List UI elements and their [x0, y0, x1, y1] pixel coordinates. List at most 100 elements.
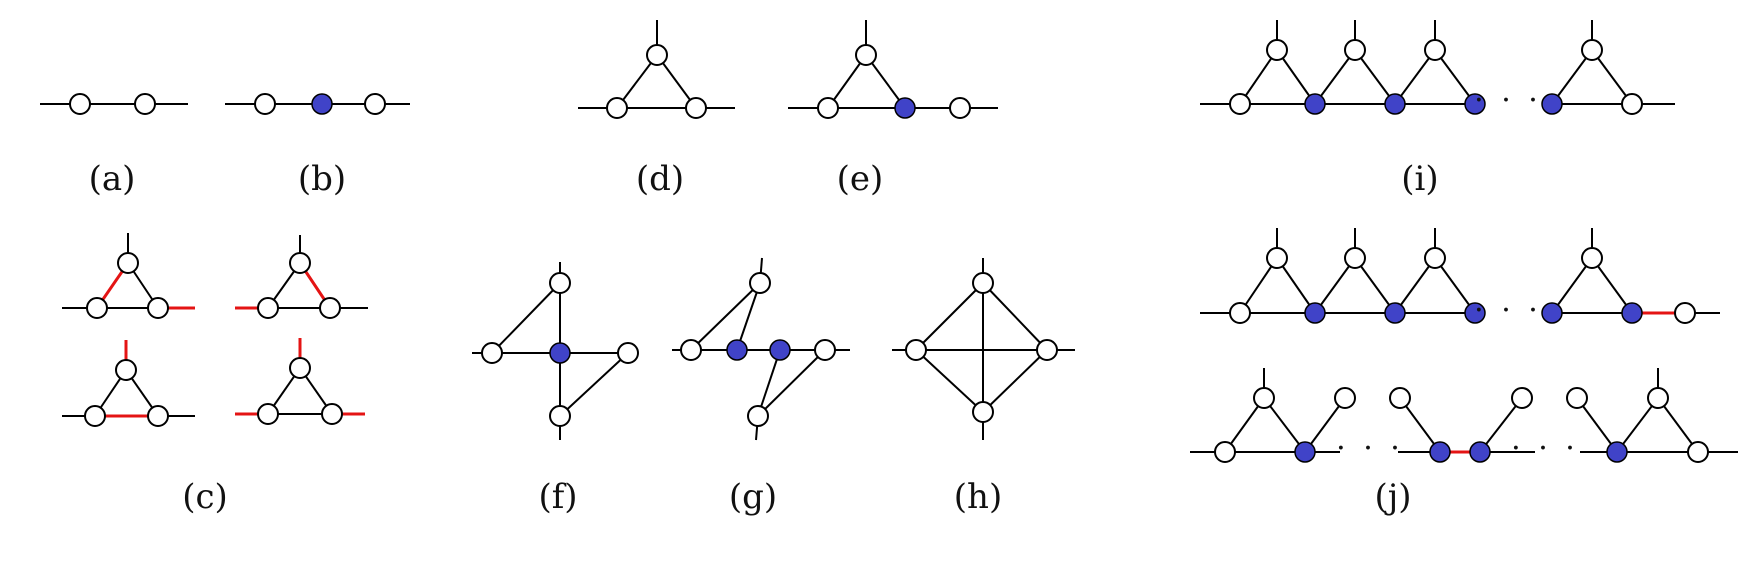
- graph-edge: [1434, 49, 1476, 105]
- filled-vertex: [894, 97, 916, 119]
- caption-g: (g): [729, 477, 777, 517]
- filled-vertex: [1304, 302, 1326, 324]
- open-vertex: [1581, 247, 1603, 269]
- open-vertex: [1511, 387, 1533, 409]
- filled-vertex: [1606, 441, 1628, 463]
- graph-edge: [1304, 397, 1346, 453]
- graph-edge: [982, 282, 1048, 351]
- open-vertex: [1647, 387, 1669, 409]
- open-vertex: [69, 93, 91, 115]
- graph-edge: [915, 282, 984, 351]
- graph-edge: [1276, 49, 1316, 105]
- filled-vertex: [769, 339, 791, 361]
- graph-edge: [559, 352, 629, 417]
- filled-vertex: [1469, 441, 1491, 463]
- open-vertex: [1674, 302, 1696, 324]
- filled-vertex: [1429, 441, 1451, 463]
- open-vertex: [1687, 441, 1709, 463]
- graph-edge: [690, 282, 761, 351]
- graph-edge: [616, 54, 658, 109]
- open-vertex: [680, 339, 702, 361]
- graph-edge: [1399, 397, 1441, 453]
- open-vertex: [549, 272, 571, 294]
- graph-edge: [915, 349, 984, 413]
- filled-vertex: [1464, 302, 1486, 324]
- open-vertex: [254, 93, 276, 115]
- open-vertex: [1424, 247, 1446, 269]
- caption-c: (c): [182, 477, 228, 517]
- graph-edge: [491, 282, 561, 354]
- graph-edge: [1657, 397, 1699, 453]
- open-vertex: [481, 342, 503, 364]
- open-vertex: [257, 403, 279, 425]
- open-vertex: [905, 339, 927, 361]
- caption-e: (e): [837, 159, 884, 199]
- graph-edge: [1354, 257, 1396, 314]
- caption-b: (b): [298, 159, 346, 199]
- open-vertex: [147, 405, 169, 427]
- graph-edge: [1616, 397, 1659, 453]
- filled-vertex: [1384, 93, 1406, 115]
- open-vertex: [814, 339, 836, 361]
- open-vertex: [1581, 39, 1603, 61]
- graph-edge: [1239, 257, 1278, 314]
- filled-vertex: [1464, 93, 1486, 115]
- caption-d: (d): [636, 159, 684, 199]
- open-vertex: [1424, 39, 1446, 61]
- graph-edge: [1394, 257, 1436, 314]
- graph-edge: [1479, 397, 1523, 453]
- open-vertex: [289, 357, 311, 379]
- open-vertex: [147, 297, 169, 319]
- open-vertex: [747, 405, 769, 427]
- ellipsis-j-top: · · ·: [1474, 293, 1542, 328]
- open-vertex: [606, 97, 628, 119]
- graph-edge: [1276, 257, 1316, 314]
- open-vertex: [1344, 39, 1366, 61]
- open-vertex: [364, 93, 386, 115]
- open-vertex: [1253, 387, 1275, 409]
- filled-vertex: [1304, 93, 1326, 115]
- filled-vertex: [549, 342, 571, 364]
- open-vertex: [646, 44, 668, 66]
- open-vertex: [949, 97, 971, 119]
- open-vertex: [1229, 93, 1251, 115]
- filled-vertex: [726, 339, 748, 361]
- graph-edge: [1576, 397, 1618, 453]
- graph-edge: [1394, 49, 1436, 105]
- open-vertex: [1214, 441, 1236, 463]
- graph-edge: [1263, 397, 1306, 453]
- graph-edge: [1591, 49, 1633, 105]
- graph-edge: [1591, 257, 1633, 314]
- open-vertex: [319, 297, 341, 319]
- open-vertex: [86, 297, 108, 319]
- open-vertex: [972, 272, 994, 294]
- graph-edge: [757, 349, 781, 417]
- caption-a: (a): [89, 159, 136, 199]
- ellipsis-i: · · ·: [1474, 83, 1542, 118]
- open-vertex: [817, 97, 839, 119]
- open-vertex: [972, 401, 994, 423]
- filled-vertex: [1541, 93, 1563, 115]
- open-vertex: [1334, 387, 1356, 409]
- open-vertex: [685, 97, 707, 119]
- filled-vertex: [1384, 302, 1406, 324]
- open-vertex: [1566, 387, 1588, 409]
- graph-edge: [1224, 397, 1265, 453]
- graph-edge: [1434, 257, 1476, 314]
- open-vertex: [1266, 247, 1288, 269]
- open-vertex: [134, 93, 156, 115]
- open-vertex: [289, 252, 311, 274]
- open-vertex: [1266, 39, 1288, 61]
- graph-edge: [736, 282, 761, 351]
- filled-vertex: [311, 93, 333, 115]
- open-vertex: [749, 272, 771, 294]
- filled-vertex: [1621, 302, 1643, 324]
- open-vertex: [321, 403, 343, 425]
- graph-edge: [757, 349, 826, 417]
- caption-j: (j): [1374, 477, 1411, 517]
- graph-edge: [1354, 49, 1396, 105]
- open-vertex: [1344, 247, 1366, 269]
- filled-vertex: [1541, 302, 1563, 324]
- open-vertex: [84, 405, 106, 427]
